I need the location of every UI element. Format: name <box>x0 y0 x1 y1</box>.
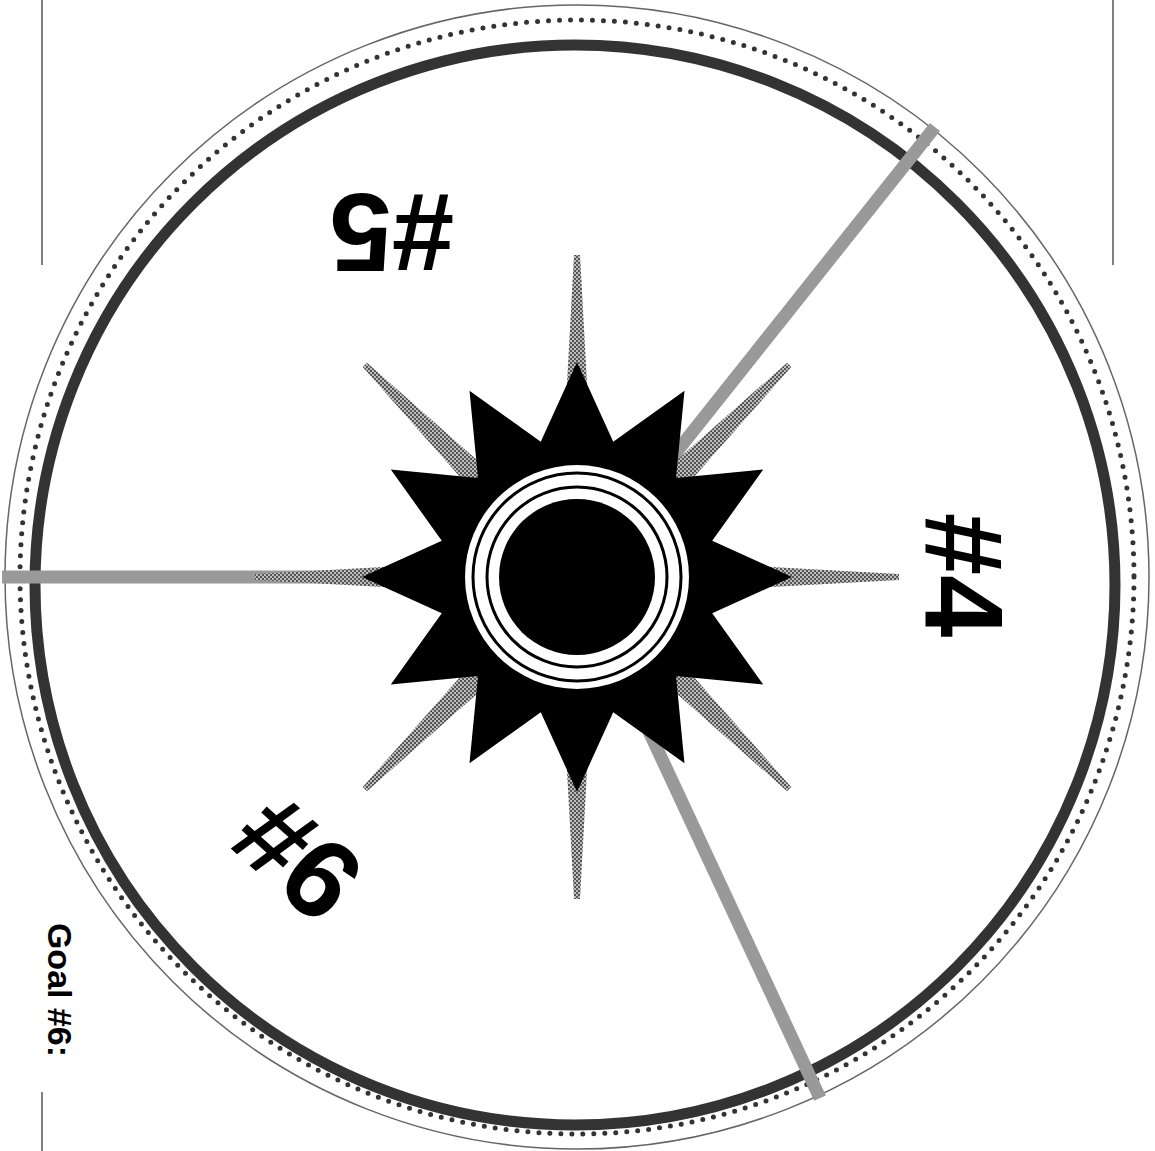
star <box>362 362 792 792</box>
sector-number: #5 <box>330 176 455 288</box>
margin-line <box>41 0 43 265</box>
goal-heading: Goal #6: <box>43 923 77 1057</box>
wheel <box>2 5 1149 1149</box>
margin-line <box>1112 0 1114 265</box>
star-ring <box>487 487 667 667</box>
sector-number: #4 <box>907 513 1019 638</box>
star-core <box>499 499 655 655</box>
thick-ring <box>35 45 1115 1125</box>
star-ring <box>465 465 689 689</box>
star-ring <box>473 473 681 681</box>
sector-number: #6 <box>214 775 382 942</box>
sector-divider <box>639 127 935 499</box>
goal-write-line <box>41 1092 43 1151</box>
